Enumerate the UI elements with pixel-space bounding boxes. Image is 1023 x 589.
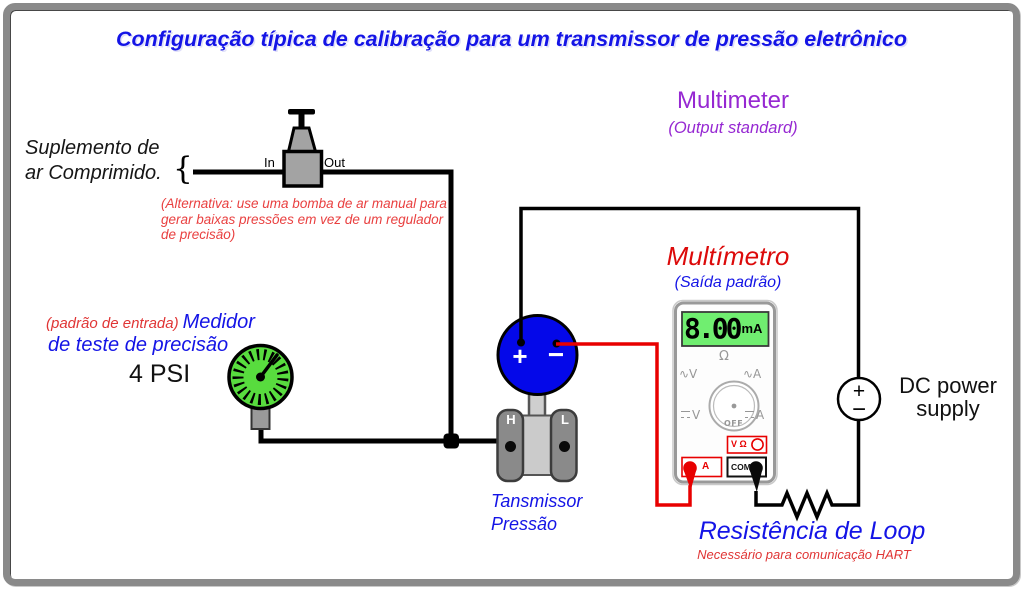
amp-jack-label: A — [702, 461, 710, 472]
meter-display-unit: mA — [741, 321, 763, 337]
regulator-in-label: In — [264, 155, 275, 170]
low-port-fitting — [559, 441, 570, 452]
low-port-label: L — [561, 412, 569, 427]
gauge-stem — [250, 407, 271, 430]
air-supply-line2: ar Comprimido. — [25, 162, 162, 184]
alternative-note-line1: (Alternativa: use uma bomba de ar manual… — [161, 196, 447, 211]
gauge-reading: 4 PSI — [129, 360, 191, 388]
dc-supply-caption-line2: supply — [916, 396, 980, 422]
pressure-piping — [193, 169, 508, 449]
diagram-frame — [3, 3, 1020, 586]
meter-dial-dot — [731, 403, 737, 409]
dc-symbol-icon — [745, 411, 754, 418]
alternative-note: (Alternativa: use uma bomba de ar manual… — [161, 196, 447, 243]
air-supply-label: Suplemento de ar Comprimido. — [25, 136, 162, 186]
multimeter-english-title: Multimeter — [676, 87, 790, 114]
pressure-gauge — [227, 343, 294, 430]
diagram-title: Configuração típica de calibração para u… — [116, 27, 907, 51]
black-wire-transmitter-to-supply — [519, 206, 861, 378]
transmitter-plus-terminal-label: + — [512, 341, 528, 371]
loop-resistor-caption: Resistência de Loop — [698, 517, 926, 545]
signal-wiring — [519, 206, 861, 522]
gauge-name-line2: de teste de precisão — [48, 334, 229, 356]
gauge-needle — [258, 353, 279, 379]
dial-ac-volts-label: ∿V — [679, 367, 698, 381]
black-probe-tail — [750, 471, 762, 492]
regulator-handle-stem — [298, 112, 305, 129]
gauge-needle-hub — [256, 372, 265, 382]
multimeter-portuguese-subtitle: (Saída padrão) — [674, 274, 782, 292]
black-wire-with-loop-resistor — [754, 420, 861, 522]
pipe-tee-fitting — [443, 433, 459, 449]
dc-supply-circle — [836, 376, 882, 422]
meter-lcd — [681, 311, 770, 347]
dial-off-label: OFF — [724, 419, 744, 428]
meter-outer-highlight — [672, 299, 778, 486]
pressure-transmitter — [496, 314, 579, 483]
pipe-regulator-run — [193, 169, 454, 441]
air-supply-brace: { — [173, 151, 193, 187]
multimeter-english-subtitle: (Output standard) — [668, 118, 798, 137]
input-standard-prefix: (padrão de entrada) — [46, 315, 179, 332]
high-port-label: H — [506, 412, 516, 427]
transmitter-center-body — [520, 414, 554, 476]
com-jack-label: COM — [731, 462, 751, 472]
gauge-tick-marks — [232, 349, 289, 405]
transmitter-electronics-housing — [496, 314, 579, 396]
alternative-note-line2: gerar baixas pressões em vez de um regul… — [161, 211, 444, 227]
dial-dc-amps-label: A — [745, 408, 764, 422]
multimeter-english-heading: Multimeter (Output standard) — [638, 87, 828, 139]
pipe-gauge-to-transmitter — [258, 429, 508, 444]
vohm-jack-socket — [751, 438, 764, 451]
vohm-jack-label: V Ω — [731, 439, 747, 449]
meter-lcd-reading: 8.00 mA — [684, 312, 767, 346]
transmitter-caption-line1: Tansmissor — [491, 491, 583, 511]
dc-supply-plus-label: + — [852, 380, 866, 403]
plus-terminal-dot — [517, 338, 525, 347]
dc-supply-minus-label: − — [851, 396, 866, 423]
meter-display-value: 8.00 — [684, 312, 742, 346]
transmitter-minus-terminal-label: − — [547, 339, 565, 370]
gauge-name-line1: Medidor — [182, 311, 255, 333]
multimeter-portuguese-title: Multímetro — [666, 241, 790, 271]
hart-note: Necessário para comunicação HART — [697, 547, 911, 562]
regulator-body — [282, 149, 324, 188]
red-probe-tail — [684, 471, 696, 490]
regulator-out-label: Out — [324, 155, 345, 170]
pressure-regulator — [282, 109, 324, 188]
multimeter-portuguese-heading: Multímetro (Saída padrão) — [633, 241, 823, 292]
gauge-heading-line1: (padrão de entrada)Medidor — [46, 310, 255, 334]
dc-symbol-icon — [681, 411, 690, 418]
air-supply-line1: Suplemento de — [25, 137, 160, 159]
high-port-fitting — [505, 441, 516, 452]
test-probes — [683, 461, 763, 492]
transmitter-caption-line2: Pressão — [491, 514, 558, 535]
alternative-note-line3: de precisão) — [161, 227, 236, 243]
regulator-handle-icon — [288, 109, 315, 115]
dial-ohms-label: Ω — [719, 349, 729, 364]
dial-ac-amps-label: ∿A — [743, 367, 762, 381]
dc-supply-caption: DC power supply — [882, 374, 1014, 420]
dc-power-supply-symbol — [836, 376, 882, 422]
dc-supply-caption-line1: DC power — [899, 373, 997, 398]
red-wire-transmitter-to-meter — [556, 342, 692, 507]
dial-dc-volts-label: V — [681, 408, 700, 422]
transmitter-caption: Tansmissor Pressão — [491, 490, 582, 537]
regulator-bonnet — [286, 126, 318, 153]
